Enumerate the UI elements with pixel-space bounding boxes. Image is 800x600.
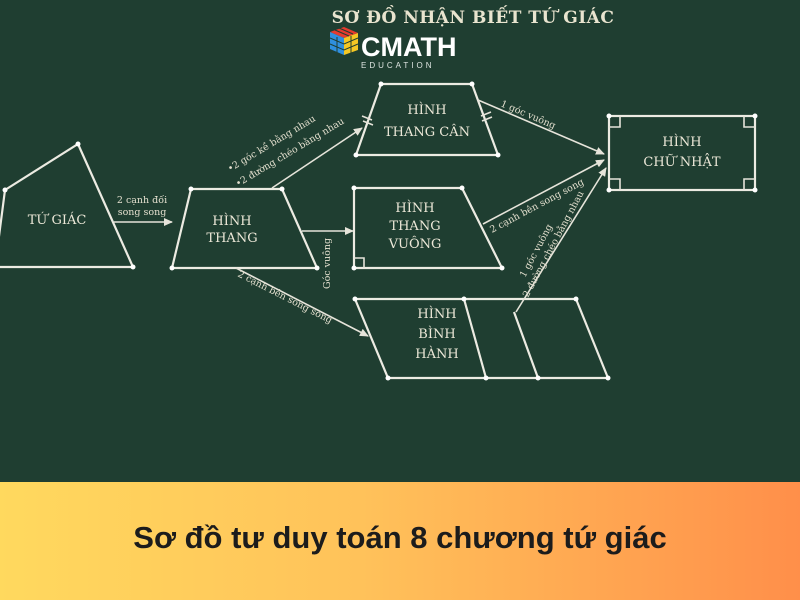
label-tu-giac: TỨ GIÁC	[28, 211, 87, 228]
edge-label-can-chunhat: 1 góc vuông	[499, 99, 557, 132]
edge-label-thang-binhhanh: 2 cạnh bên song song	[236, 269, 334, 326]
arrow-thang-binhhanh	[235, 267, 369, 337]
arrow-thang-can	[271, 127, 363, 189]
label-thang-can-2: THANG CÂN	[384, 124, 470, 140]
node-hinh-thang-vuong: HÌNH THANG VUÔNG	[351, 185, 505, 271]
logo-tagline: EDUCATION	[361, 61, 435, 70]
label-chu-nhat-2: CHỮ NHẬT	[643, 153, 720, 170]
caption-banner: Sơ đồ tư duy toán 8 chương tứ giác	[0, 482, 800, 600]
edge-label-tugiac-thang-1: 2 cạnh đối	[117, 195, 167, 206]
label-binh-hanh-3: HÀNH	[415, 346, 458, 362]
label-binh-hanh-2: BÌNH	[418, 326, 455, 342]
label-binh-hanh-1: HÌNH	[417, 306, 456, 322]
label-chu-nhat-1: HÌNH	[662, 134, 701, 150]
label-thang-vuong-3: VUÔNG	[388, 235, 442, 252]
rubik-cube-icon	[329, 27, 359, 55]
label-hinh-thang-2: THANG	[206, 231, 257, 246]
chalkboard: SƠ ĐỒ NHẬN BIẾT TỨ GIÁC CMATH EDUCATION …	[0, 5, 758, 381]
node-hinh-thang-can: HÌNH THANG CÂN	[353, 81, 501, 158]
node-hinh-binh-hanh: HÌNH BÌNH HÀNH	[352, 296, 611, 381]
quadrilateral-diagram: SƠ ĐỒ NHẬN BIẾT TỨ GIÁC CMATH EDUCATION …	[0, 5, 758, 381]
edge-label-thang-vuong: Góc vuông	[322, 238, 333, 289]
node-tu-giac: TỨ GIÁC	[0, 141, 136, 270]
node-hinh-thang: HÌNH THANG	[169, 186, 320, 271]
diagram-title: SƠ ĐỒ NHẬN BIẾT TỨ GIÁC	[332, 5, 615, 28]
label-thang-vuong-2: THANG	[389, 219, 440, 234]
edge-label-tugiac-thang-2: song song	[118, 207, 167, 218]
label-hinh-thang-1: HÌNH	[212, 213, 251, 229]
arrow-can-chunhat	[477, 99, 605, 155]
node-hinh-chu-nhat: HÌNH CHỮ NHẬT	[606, 113, 758, 193]
logo-name: CMATH	[361, 32, 456, 62]
arrow-vuong-chunhat	[482, 159, 605, 225]
cmath-logo: CMATH EDUCATION	[329, 27, 456, 70]
caption-text: Sơ đồ tư duy toán 8 chương tứ giác	[133, 520, 667, 555]
label-thang-vuong-1: HÌNH	[395, 200, 434, 216]
arrow-binhhanh-chunhat	[515, 167, 607, 313]
label-thang-can-1: HÌNH	[407, 102, 446, 118]
